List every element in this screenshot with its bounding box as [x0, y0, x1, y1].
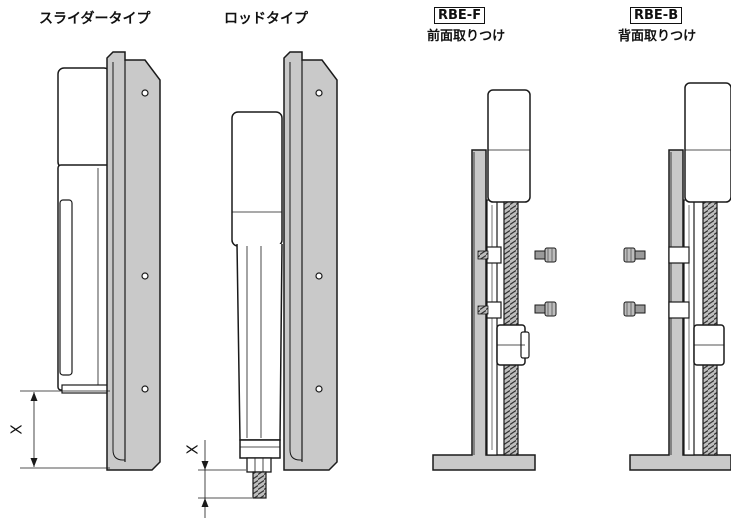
back-screw	[623, 301, 646, 317]
slider-type-drawing	[20, 51, 161, 471]
slider-bracket	[106, 51, 161, 471]
front-mount-caption: 前面取りつけ	[427, 29, 506, 44]
front-screw	[534, 247, 557, 263]
slider-motor-cover	[57, 67, 111, 169]
rod-dimension-x-label: X	[183, 444, 202, 455]
rod-body	[236, 243, 283, 441]
slider-type-title: スライダータイプ	[39, 11, 151, 27]
rod-bracket-hole	[315, 89, 323, 97]
rod-tip	[252, 471, 267, 499]
slider-bracket-hole	[141, 385, 149, 393]
rod-bracket-hole	[315, 272, 323, 280]
slider-bracket-hole	[141, 272, 149, 280]
front-mount-code: RBE-F	[434, 7, 486, 24]
rod-head	[239, 439, 281, 459]
back-screw	[623, 247, 646, 263]
back-mount-caption: 背面取りつけ	[618, 29, 697, 44]
front-mount-nut	[486, 246, 502, 264]
back-mount-nut	[668, 246, 690, 264]
back-mount-code: RBE-B	[630, 7, 683, 24]
slider-base	[61, 384, 109, 394]
rod-type-drawing	[198, 51, 338, 518]
front-screw	[534, 301, 557, 317]
slider-dimension-x-label: X	[7, 424, 26, 435]
front-motor-cover	[487, 89, 531, 203]
rod-bracket	[283, 51, 338, 471]
back-mount-nut	[668, 301, 690, 319]
front-mount-drawing	[432, 89, 557, 471]
rod-nut	[246, 457, 272, 473]
rod-motor-cover	[231, 111, 283, 247]
slider-rail	[59, 199, 73, 376]
slider-bracket-hole	[141, 89, 149, 97]
rod-bracket-hole	[315, 385, 323, 393]
front-mount-nut	[486, 301, 502, 319]
back-mount-drawing	[623, 82, 731, 471]
rod-type-title: ロッドタイプ	[224, 11, 308, 27]
back-motor-cover	[684, 82, 731, 203]
